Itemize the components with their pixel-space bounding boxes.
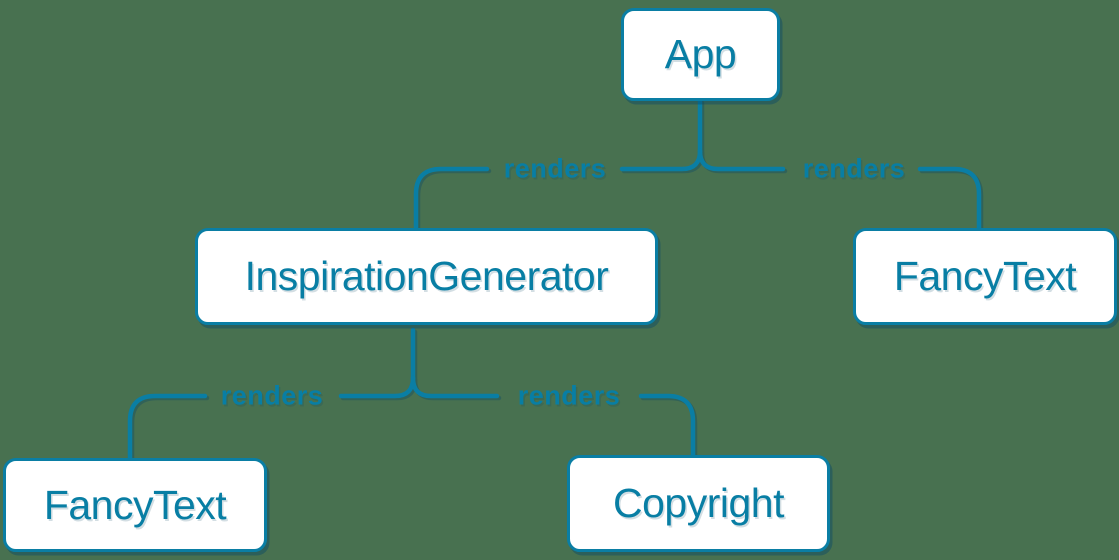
node-copyright-label: Copyright xyxy=(613,480,784,526)
edges-from-app xyxy=(413,98,982,231)
node-copyright: Copyright xyxy=(567,455,830,552)
edge-inspirationgenerator-to-fancytext-outer xyxy=(127,393,208,461)
node-fancy-text-top: FancyText xyxy=(853,228,1117,325)
edge-inspirationgenerator-to-copyright-inner xyxy=(410,375,500,399)
edge-label-renders-inspirationgenerator-fancytext: renders xyxy=(220,380,324,411)
edge-inspirationgenerator-to-fancytext-inner xyxy=(338,375,416,399)
edge-app-to-inspirationgenerator-outer xyxy=(413,166,490,231)
edge-label-renders-app-inspirationgenerator: renders xyxy=(503,153,607,184)
node-app: App xyxy=(621,8,780,101)
edge-inspirationgenerator-to-copyright-outer xyxy=(638,393,696,458)
node-inspiration-generator: InspirationGenerator xyxy=(195,228,658,325)
node-inspiration-generator-label: InspirationGenerator xyxy=(244,253,609,299)
edge-app-to-inspirationgenerator-inner xyxy=(619,148,703,172)
node-fancy-text-bottom-label: FancyText xyxy=(43,481,227,528)
node-fancy-text-bottom: FancyText xyxy=(3,458,267,552)
edge-app-to-fancytext-outer xyxy=(917,166,982,231)
node-fancy-text-top-label: FancyText xyxy=(893,253,1077,299)
node-app-label: App xyxy=(664,31,737,77)
edge-label-renders-inspirationgenerator-copyright: renders xyxy=(517,380,621,411)
edge-app-to-fancytext-inner xyxy=(697,148,786,172)
edge-label-renders-app-fancytext: renders xyxy=(802,153,906,184)
edges-from-inspirationgenerator xyxy=(127,327,696,461)
